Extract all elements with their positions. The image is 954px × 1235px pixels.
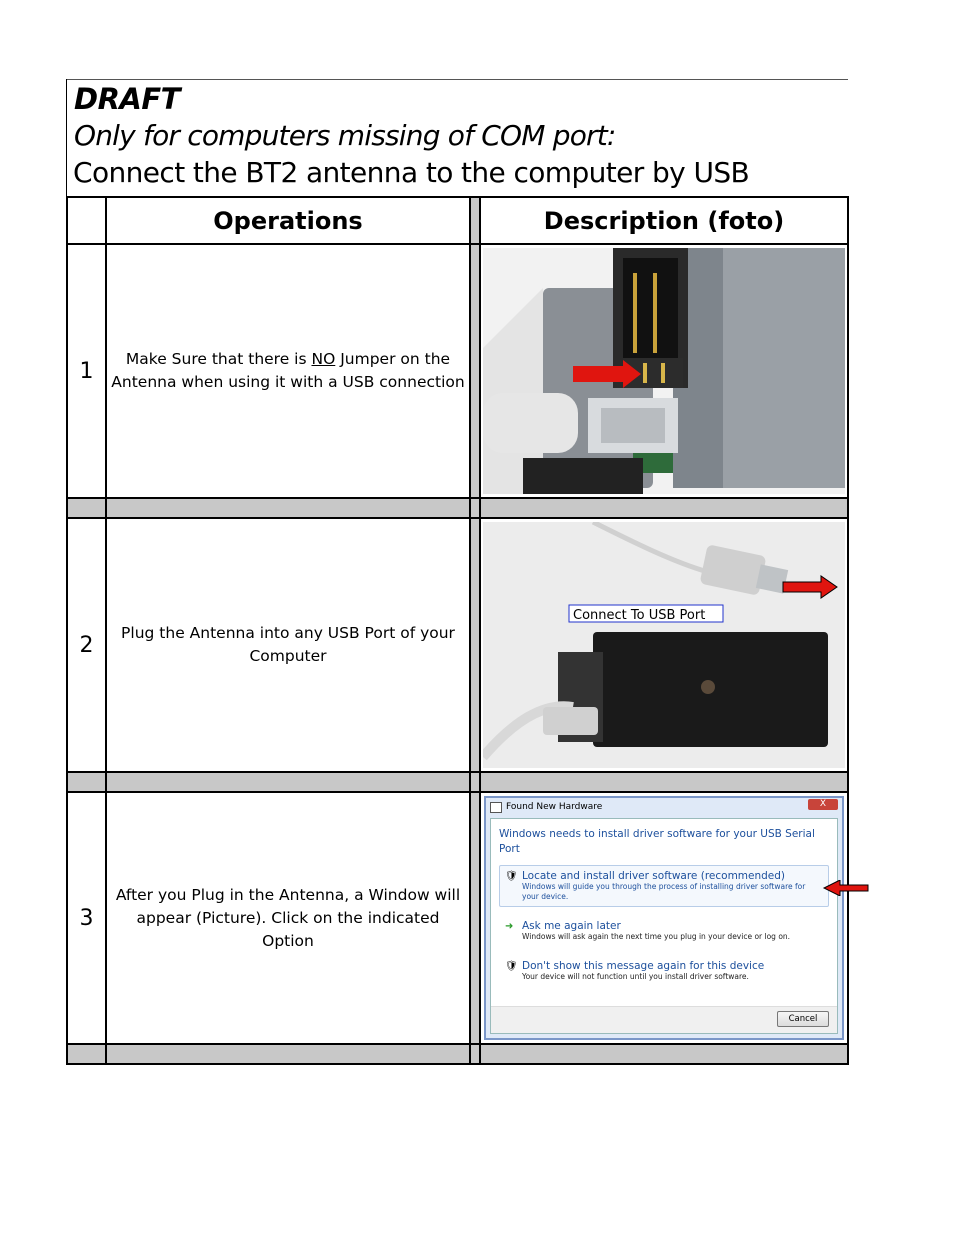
step-number: 2 xyxy=(66,517,107,773)
jumper-photo xyxy=(483,248,845,494)
option-title: Ask me again later xyxy=(522,920,621,932)
header-num-cell xyxy=(66,196,107,245)
option-locate-install[interactable]: 🛡 Locate and install driver software (re… xyxy=(499,865,829,907)
step-text: After you Plug in the Antenna, a Window … xyxy=(105,791,471,1045)
gap-cell xyxy=(469,791,481,1045)
option-title: Locate and install driver software (reco… xyxy=(522,870,786,882)
spacer-row xyxy=(66,497,849,519)
spacer-cell xyxy=(105,497,471,519)
table-header-row: Operations Description (foto) xyxy=(66,196,849,245)
left-rule xyxy=(66,79,67,197)
spacer-cell xyxy=(479,1043,849,1065)
dialog-titlebar: Found New Hardware X xyxy=(486,798,842,816)
dialog-footer: Cancel xyxy=(491,1006,837,1033)
step-number: 3 xyxy=(66,791,107,1045)
step-dialog-cell: Found New Hardware X Windows needs to in… xyxy=(479,791,849,1045)
table-row: 2 Plug the Antenna into any USB Port of … xyxy=(66,517,849,773)
gap-cell xyxy=(469,243,481,499)
shield-icon: 🛡 xyxy=(505,871,518,882)
step-text: Plug the Antenna into any USB Port of yo… xyxy=(105,517,471,773)
shield-icon: 🛡 xyxy=(505,961,518,972)
usb-plug-photo: Connect To USB Port xyxy=(483,522,845,768)
hardware-icon xyxy=(490,802,502,813)
steps-table: Operations Description (foto) 1 Make Sur… xyxy=(66,196,849,1065)
spacer-row xyxy=(66,1043,849,1065)
spacer-cell xyxy=(479,497,849,519)
step-photo-cell xyxy=(479,243,849,499)
arrow-right-icon: ➜ xyxy=(505,921,514,932)
step-number: 1 xyxy=(66,243,107,499)
spacer-cell xyxy=(105,771,471,793)
spacer-cell xyxy=(66,497,107,519)
spacer-cell xyxy=(105,1043,471,1065)
option-desc: Your device will not function until you … xyxy=(522,972,749,981)
spacer-cell xyxy=(66,771,107,793)
table-row: 1 Make Sure that there is NO Jumper on t… xyxy=(66,243,849,499)
table-row: 3 After you Plug in the Antenna, a Windo… xyxy=(66,791,849,1045)
option-desc: Windows will guide you through the proce… xyxy=(522,882,806,901)
subtitle: Only for computers missing of COM port: xyxy=(74,119,616,152)
step-text-underline: NO xyxy=(311,350,336,368)
dialog-close-button[interactable]: X xyxy=(808,799,838,810)
option-title: Don't show this message again for this d… xyxy=(522,960,765,972)
option-ask-later[interactable]: ➜ Ask me again later Windows will ask ag… xyxy=(499,915,829,947)
step-text-post: Jumper on the Antenna when using it with… xyxy=(111,350,465,391)
dialog-title: Found New Hardware xyxy=(506,802,603,812)
spacer-cell xyxy=(469,771,481,793)
option-dont-show[interactable]: 🛡 Don't show this message again for this… xyxy=(499,955,829,987)
header-gap xyxy=(469,196,481,245)
spacer-cell xyxy=(479,771,849,793)
spacer-cell xyxy=(469,497,481,519)
step-text: Make Sure that there is NO Jumper on the… xyxy=(105,243,471,499)
step-text-pre: Make Sure that there is xyxy=(125,350,312,368)
page-heading: Connect the BT2 antenna to the computer … xyxy=(73,156,750,189)
spacer-cell xyxy=(469,1043,481,1065)
draft-label: DRAFT xyxy=(74,82,180,116)
spacer-cell xyxy=(66,1043,107,1065)
pointer-arrow-icon xyxy=(822,880,869,896)
option-desc: Windows will ask again the next time you… xyxy=(522,932,791,941)
dialog-body: Windows needs to install driver software… xyxy=(490,818,838,1034)
top-rule xyxy=(66,79,848,80)
header-operations: Operations xyxy=(105,196,471,245)
dialog-message: Windows needs to install driver software… xyxy=(499,828,815,855)
photo-label: Connect To USB Port xyxy=(573,608,705,623)
cancel-button[interactable]: Cancel xyxy=(777,1011,829,1027)
gap-cell xyxy=(469,517,481,773)
spacer-row xyxy=(66,771,849,793)
step-photo-cell: Connect To USB Port xyxy=(479,517,849,773)
header-description: Description (foto) xyxy=(479,196,849,245)
found-new-hardware-dialog: Found New Hardware X Windows needs to in… xyxy=(484,796,844,1040)
